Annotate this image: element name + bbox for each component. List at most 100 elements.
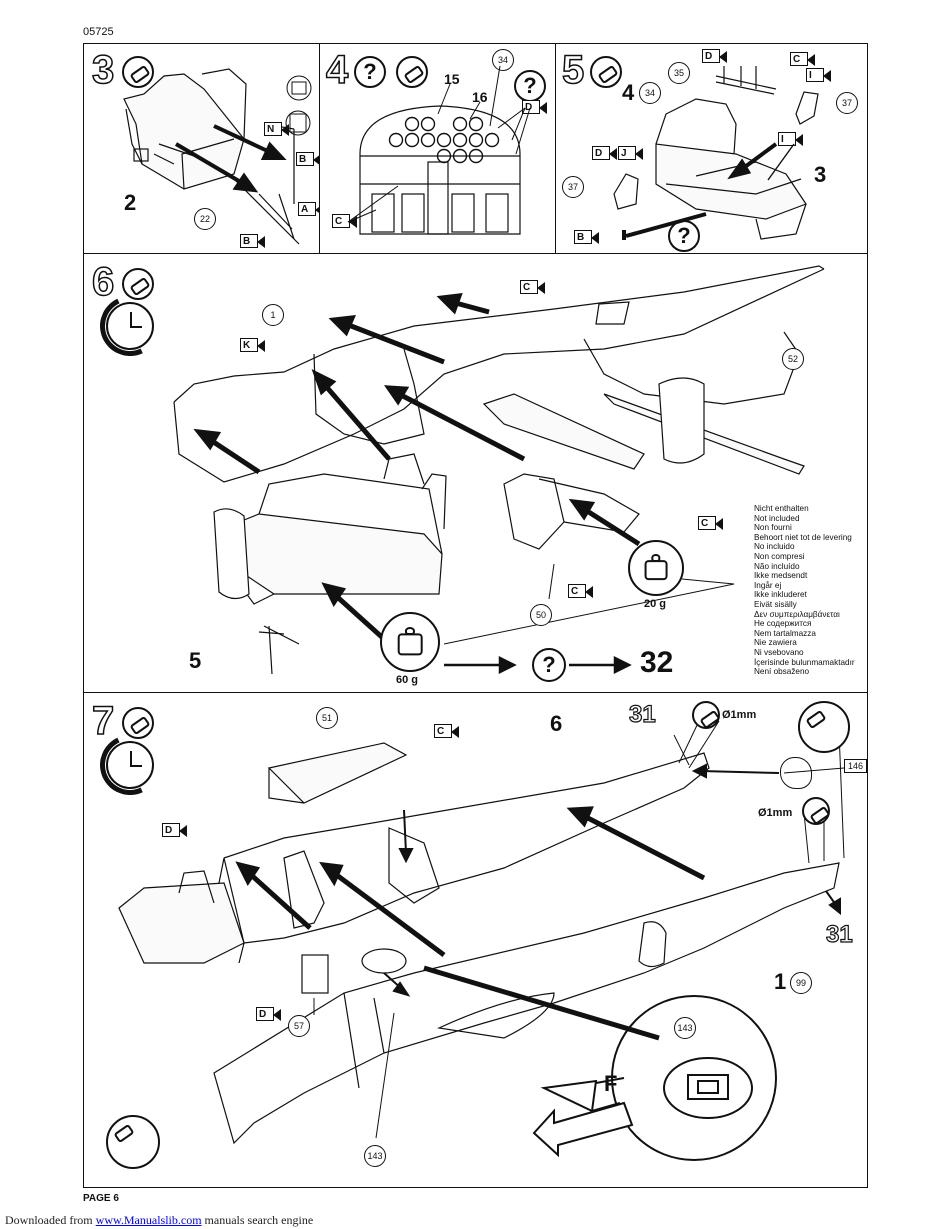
step-7-panel: 7: [83, 692, 868, 1188]
step-number: 7: [91, 699, 115, 743]
fuselage-assembly-diagram: [84, 693, 869, 1189]
drill-size-label: Ø1mm: [722, 709, 757, 721]
color-label: C: [568, 584, 593, 598]
not-included-line: Não incluído: [754, 561, 800, 571]
not-included-line: Nicht enthalten: [754, 504, 809, 513]
not-included-line: Ikke medsendt: [754, 571, 808, 581]
color-label: D: [522, 100, 547, 114]
step-3-panel: 3: [83, 43, 323, 255]
color-label: A: [298, 202, 323, 216]
glue-icon: [590, 56, 622, 88]
part-callout: 37: [836, 92, 858, 114]
gauge-dial: [452, 132, 468, 148]
manualslib-link[interactable]: www.Manualslib.com: [95, 1213, 202, 1227]
part-number: 3: [814, 162, 827, 187]
color-label: I: [778, 132, 803, 146]
gauge-dial: [452, 116, 468, 132]
part-callout: 22: [194, 208, 216, 230]
gauge-dial: [420, 132, 436, 148]
not-included-line: Δεν συμπεριλαμβάνεται: [754, 609, 840, 619]
step-6-panel: 6: [83, 253, 868, 693]
gauge-dial: [468, 132, 484, 148]
part-number: 1: [774, 969, 787, 994]
part-number: 31: [628, 701, 656, 728]
part-number: 31: [825, 921, 853, 948]
color-label: C: [698, 516, 723, 530]
part-callout: 35: [668, 62, 690, 84]
gauge-dial: [468, 148, 484, 164]
footer-suffix: manuals search engine: [201, 1213, 314, 1227]
gauge-dial: [404, 116, 420, 132]
color-label: B: [240, 234, 265, 248]
weight-20g-icon: [628, 540, 684, 596]
direction-label: F: [604, 1071, 618, 1096]
part-callout: 1: [262, 304, 284, 326]
part-number: 15: [444, 71, 460, 87]
gauge-dial: [388, 132, 404, 148]
glue-icon: [122, 268, 154, 300]
step-4-panel: 4 ? 15 16 34 ? D C: [319, 43, 556, 254]
step-5-panel: 5 4 34 35 37 37 3 D C I I D J B ?: [555, 43, 868, 254]
part-callout: 143: [674, 1017, 696, 1039]
gauge-dial: [404, 132, 420, 148]
drill-icon: [802, 797, 830, 825]
not-included-line: Not included: [754, 513, 800, 523]
question-icon: ?: [532, 648, 566, 682]
part-callout: 50: [530, 604, 552, 626]
drill-size-label: Ø1mm: [758, 807, 793, 819]
color-label: D: [702, 49, 727, 63]
document-code: 05725: [83, 26, 114, 38]
clock-icon: [106, 302, 154, 350]
color-label: I: [806, 68, 831, 82]
not-included-line: Ikke inkluderet: [754, 590, 807, 600]
goto-step-number: 32: [640, 646, 674, 679]
color-label: N: [264, 122, 289, 136]
weight-60g-label: 60 g: [396, 674, 419, 686]
part-callout: 52: [782, 348, 804, 370]
not-included-line: Nie zawiera: [754, 638, 797, 648]
step-number: 5: [561, 48, 585, 92]
weight-60g-icon: [380, 612, 440, 672]
color-label: K: [240, 338, 265, 352]
drill-icon: [692, 701, 720, 729]
step-number: 6: [91, 260, 115, 304]
gauge-dial: [484, 132, 500, 148]
step-number: 4: [325, 48, 349, 92]
part-number: 2: [124, 190, 137, 215]
gauge-dial: [436, 132, 452, 148]
instrument-panel-diagram: [320, 44, 557, 255]
part-number: 16: [472, 89, 488, 105]
color-label: C: [520, 280, 545, 294]
download-footer: Downloaded from www.Manualslib.com manua…: [5, 1213, 313, 1228]
color-label: D: [162, 823, 187, 837]
part-callout: 51: [316, 707, 338, 729]
color-label: B: [574, 230, 599, 244]
color-label: B: [296, 152, 321, 166]
color-label: J: [618, 146, 643, 160]
part-callout: 99: [790, 972, 812, 994]
color-label: D: [256, 1007, 281, 1021]
question-icon: ?: [354, 56, 386, 88]
cement-icon: [798, 701, 850, 753]
part-callout: 34: [639, 82, 661, 104]
color-label: C: [790, 52, 815, 66]
color-label: D: [592, 146, 617, 160]
page-number: PAGE 6: [83, 1193, 119, 1204]
part-number: 5: [189, 648, 202, 673]
assembly-diagram: [84, 44, 321, 255]
part-callout: 57: [288, 1015, 310, 1037]
not-included-line: Non fourni: [754, 523, 792, 533]
clock-icon: [106, 741, 154, 789]
not-included-line: Ingår ej: [754, 580, 782, 590]
gauge-dial: [436, 148, 452, 164]
not-included-line: No incluido: [754, 542, 795, 552]
not-included-line: İçerisinde bulunmamaktadır: [754, 657, 855, 667]
part-callout: 143: [364, 1145, 386, 1167]
color-label: C: [332, 214, 357, 228]
part-number: 4: [622, 80, 635, 105]
assembly-diagram: [556, 44, 869, 255]
cement-icon: [106, 1115, 160, 1169]
question-icon: ?: [668, 220, 700, 252]
not-included-line: Nem tartalmazza: [754, 628, 816, 638]
